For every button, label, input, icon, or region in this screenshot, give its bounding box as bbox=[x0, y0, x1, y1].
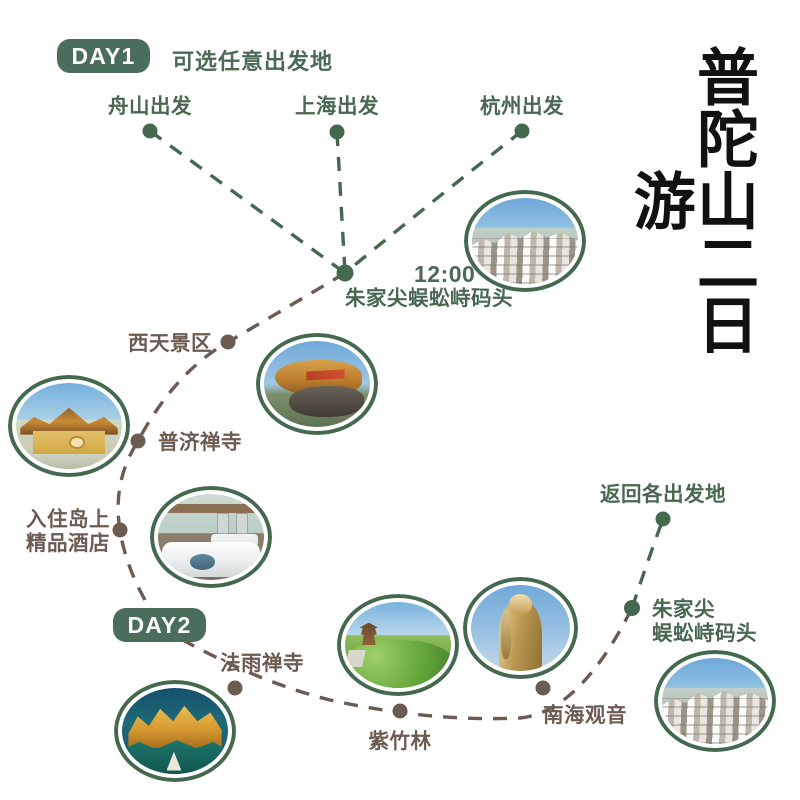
zhujiajian-pier-return-photo bbox=[654, 650, 776, 752]
stop-dot-hotel bbox=[112, 522, 128, 538]
puji-temple-photo bbox=[8, 375, 130, 477]
route-pier-to-return bbox=[630, 518, 665, 609]
nanhai-guanyin-photo bbox=[463, 577, 578, 679]
route-shanghai-to-hub bbox=[335, 131, 347, 274]
stop-label-puji: 普济禅寺 bbox=[158, 431, 242, 454]
route-zhoushan-to-hub bbox=[148, 129, 347, 275]
stop-label-xitian: 西天景区 bbox=[128, 332, 212, 355]
island-hotel-room-photo bbox=[150, 486, 272, 588]
departure-dot-zhoushan bbox=[142, 123, 158, 139]
stop-dot-puji bbox=[130, 433, 146, 449]
day2-badge-label: DAY2 bbox=[127, 611, 192, 638]
zhujiajian-pier-photo bbox=[464, 190, 586, 292]
stop-dot-return-pier bbox=[624, 600, 640, 616]
departure-dot-shanghai bbox=[329, 124, 345, 140]
departure-label-hangzhou: 杭州出发 bbox=[480, 95, 564, 118]
day1-subtitle: 可选任意出发地 bbox=[172, 49, 334, 74]
hub-time-label: 12:00 bbox=[414, 261, 476, 287]
hub-label-zhujiajian-pier: 朱家尖蜈蚣峙码头 bbox=[345, 287, 513, 310]
departure-label-shanghai: 上海出发 bbox=[295, 95, 379, 118]
stop-dot-fayu bbox=[227, 680, 243, 696]
day1-badge: DAY1 bbox=[57, 39, 150, 73]
stop-label-hotel: 入住岛上 精品酒店 bbox=[26, 508, 110, 556]
zizhulin-bamboo-photo bbox=[337, 594, 459, 696]
day1-badge-label: DAY1 bbox=[71, 42, 136, 69]
stop-label-nanhai-guanyin: 南海观音 bbox=[543, 704, 627, 727]
stop-dot-xitian bbox=[220, 334, 236, 350]
route-hangzhou-to-hub bbox=[343, 129, 524, 275]
fayu-temple-photo bbox=[114, 680, 236, 782]
stop-label-fayu: 法雨禅寺 bbox=[220, 652, 304, 675]
return-dot bbox=[655, 511, 671, 527]
stop-dot-zizhulin bbox=[392, 703, 408, 719]
xitian-rock-photo bbox=[256, 333, 378, 435]
return-label: 返回各出发地 bbox=[600, 483, 726, 506]
page-title: 普陀山二日游 bbox=[623, 45, 755, 355]
stop-label-zizhulin: 紫竹林 bbox=[368, 730, 432, 753]
stop-dot-nanhai-guanyin bbox=[535, 680, 551, 696]
route-day2-fayu-zizhulin-guanyin bbox=[159, 607, 634, 721]
departure-label-zhoushan: 舟山出发 bbox=[108, 95, 192, 118]
route-hub-to-xitian-puji-hotel bbox=[116, 271, 346, 613]
departure-dot-hangzhou bbox=[514, 123, 530, 139]
stop-label-return-pier: 朱家尖 蜈蚣峙码头 bbox=[652, 598, 757, 646]
hub-dot-zhujiajian-pier bbox=[336, 264, 354, 282]
day2-badge: DAY2 bbox=[113, 608, 206, 642]
